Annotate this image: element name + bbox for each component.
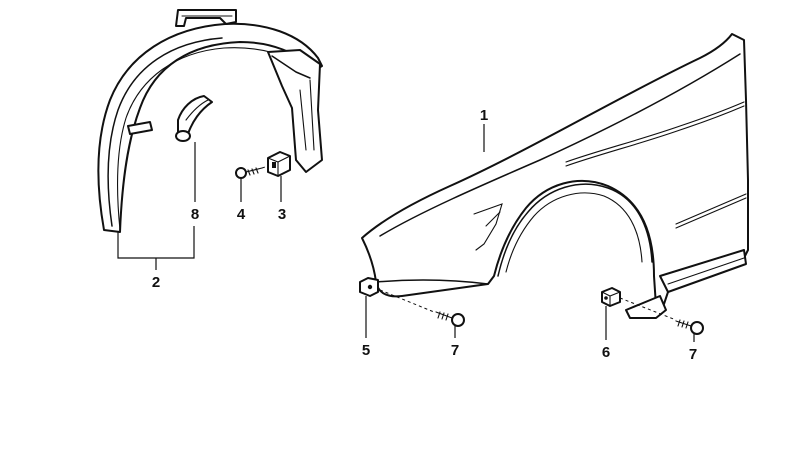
clip-rear bbox=[601, 287, 621, 307]
leader-lines bbox=[117, 124, 695, 342]
expanding-nut bbox=[267, 151, 291, 177]
wheel-arch-cover bbox=[97, 9, 323, 233]
callout-labels: 1 8 4 3 2 5 7 6 7 bbox=[152, 107, 697, 363]
screw-front bbox=[435, 311, 465, 327]
callout-1: 1 bbox=[480, 107, 488, 124]
rubber-strip bbox=[175, 95, 213, 142]
callout-5: 5 bbox=[362, 342, 370, 359]
callout-8: 8 bbox=[191, 206, 199, 223]
callout-6: 6 bbox=[602, 344, 610, 361]
screw-rear bbox=[675, 319, 704, 335]
small-screw bbox=[235, 167, 263, 179]
callout-2: 2 bbox=[152, 274, 160, 291]
callout-4: 4 bbox=[237, 206, 246, 223]
clip-front bbox=[359, 277, 379, 297]
assembly-lines bbox=[261, 165, 677, 321]
front-fender bbox=[361, 33, 749, 319]
callout-7-front: 7 bbox=[451, 342, 459, 359]
callout-3: 3 bbox=[278, 206, 286, 223]
callout-7-rear: 7 bbox=[689, 346, 697, 363]
